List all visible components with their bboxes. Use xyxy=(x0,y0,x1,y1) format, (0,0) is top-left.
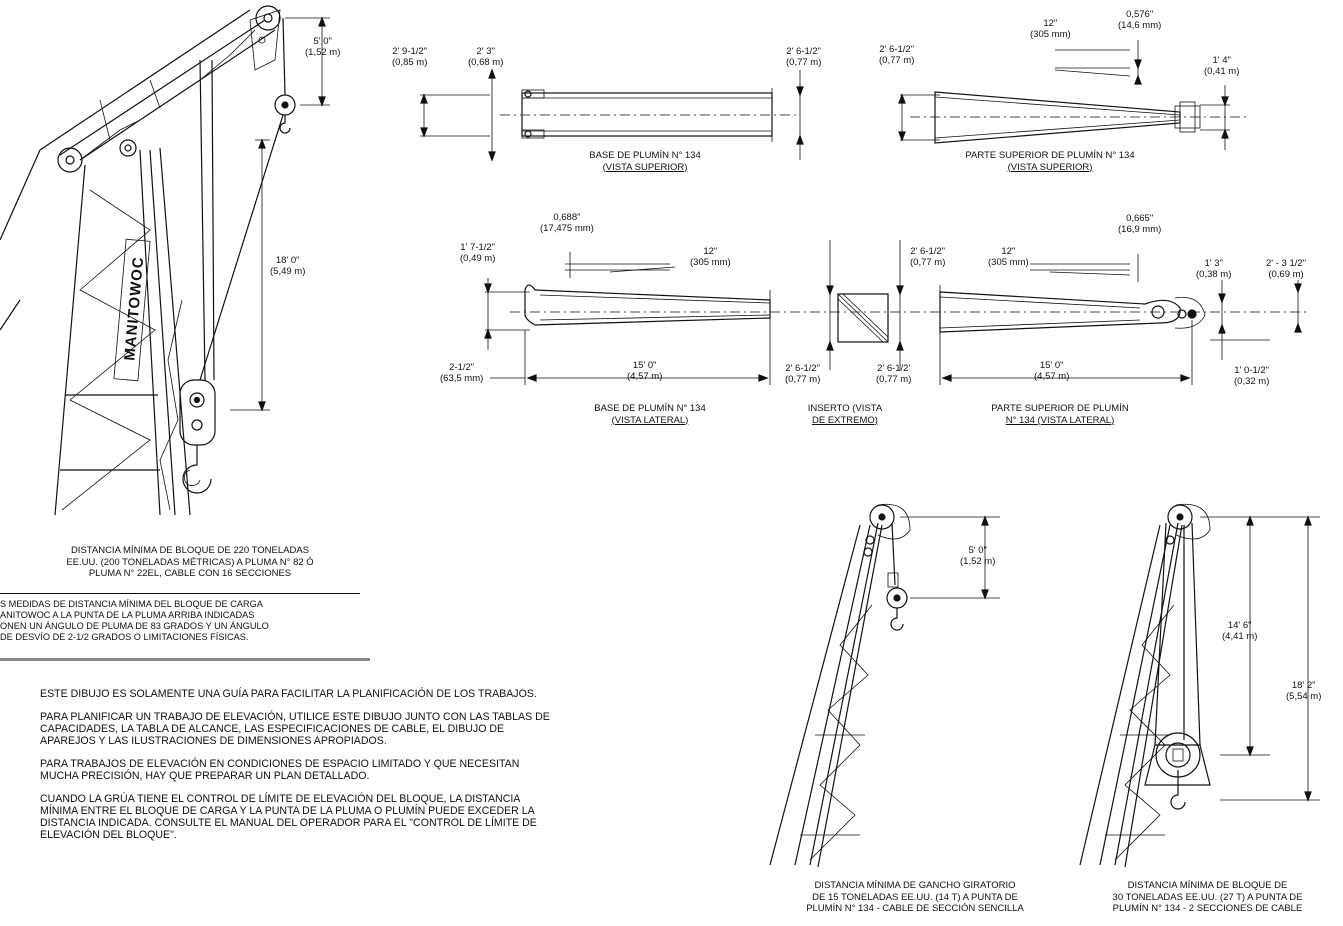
base-top-caption: BASE DE PLUMÍN N° 134 (VISTA SUPERIOR) xyxy=(589,150,701,173)
note-3: PARA TRABAJOS DE ELEVACIÓN EN CONDICIONE… xyxy=(40,758,520,782)
side-dim-h: 2' - 3 1/2"(0,69 m) xyxy=(1266,258,1307,280)
side-dim-g: 1' 3"(0,38 m) xyxy=(1196,258,1232,280)
side-dim-a: 1' 7-1/2"(0,49 m) xyxy=(460,242,496,264)
side-dim-k: 2' 6-1/2"(0,77 m) xyxy=(785,363,821,385)
block-dim-b: 18' 2"(5,54 m) xyxy=(1286,680,1322,702)
tip-top-dim-d: 1' 4"(0,41 m) xyxy=(1204,55,1240,77)
side-dim-m: 15' 0"(4,57 m) xyxy=(1034,360,1070,382)
block-crane-drawing xyxy=(1079,503,1320,868)
jib-tip-top-view xyxy=(898,40,1250,150)
swivel-dim: 5' 0"(1,52 m) xyxy=(960,545,996,567)
caption-divider xyxy=(0,593,360,594)
large-crane-dim-top: 5' 0"(1,52 m) xyxy=(305,36,341,58)
jib-side-view xyxy=(484,240,1310,385)
large-crane-drawing xyxy=(0,5,330,516)
side-dim-c: 12"(305 mm) xyxy=(690,246,731,268)
block-dim-a: 14' 6"(4,41 m) xyxy=(1222,620,1258,642)
side-dim-f: 0,665"(16,9 mm) xyxy=(1118,213,1162,235)
planning-notes: ESTE DIBUJO ES SOLAMENTE UNA GUÍA PARA F… xyxy=(40,688,560,852)
base-top-dim-b: 2' 3"(0,68 m) xyxy=(468,46,504,68)
swivel-hook-crane-drawing xyxy=(769,503,1000,868)
base-top-dim-c: 2' 6-1/2"(0,77 m) xyxy=(786,46,822,68)
tip-top-caption: PARTE SUPERIOR DE PLUMÍN N° 134 (VISTA S… xyxy=(965,150,1135,173)
side-note: S MEDIDAS DE DISTANCIA MÍNIMA DEL BLOQUE… xyxy=(0,599,269,642)
side-dim-l: 2' 6-1/2'(0,77 m) xyxy=(876,363,912,385)
side-dim-n: 1' 0-1/2"(0,32 m) xyxy=(1234,365,1270,387)
side-dim-e: 12"(305 mm) xyxy=(988,246,1029,268)
note-2: PARA PLANIFICAR UN TRABAJO DE ELEVACIÓN,… xyxy=(40,711,550,747)
note-1: ESTE DIBUJO ES SOLAMENTE UNA GUÍA PARA F… xyxy=(40,688,537,700)
side-dim-d: 2' 6-1/2"(0,77 m) xyxy=(910,246,946,268)
side-base-caption: BASE DE PLUMÍN N° 134 (VISTA LATERAL) xyxy=(594,403,706,426)
swivel-caption: DISTANCIA MÍNIMA DE GANCHO GIRATORIO DE … xyxy=(806,880,1024,914)
tip-top-dim-a: 2' 6-1/2"(0,77 m) xyxy=(879,44,915,66)
block-caption: DISTANCIA MÍNIMA DE BLOQUE DE 30 TONELAD… xyxy=(1112,880,1303,914)
side-dim-j: 15' 0"(4,57 m) xyxy=(627,360,663,382)
base-top-dim-a: 2' 9-1/2"(0,85 m) xyxy=(392,46,428,68)
side-tip-caption: PARTE SUPERIOR DE PLUMÍN N° 134 (VISTA L… xyxy=(991,403,1129,426)
note-4: CUANDO LA GRÚA TIENE EL CONTROL DE LÍMIT… xyxy=(40,793,537,841)
large-crane-dim-main: 18' 0"(5,49 m) xyxy=(270,255,306,277)
side-note-underline xyxy=(0,658,370,661)
side-dim-b: 0,688"(17,475 mm) xyxy=(540,212,594,234)
large-crane-caption: DISTANCIA MÍNIMA DE BLOQUE DE 220 TONELA… xyxy=(66,545,314,579)
tip-top-dim-c: 0,576"(14,6 mm) xyxy=(1118,9,1162,31)
tip-top-dim-b: 12"(305 mm) xyxy=(1030,18,1071,40)
jib-base-top-view xyxy=(420,68,804,162)
side-insert-caption: INSERTO (VISTA DE EXTREMO) xyxy=(807,403,883,426)
side-dim-i: 2-1/2"(63,5 mm) xyxy=(440,362,484,384)
